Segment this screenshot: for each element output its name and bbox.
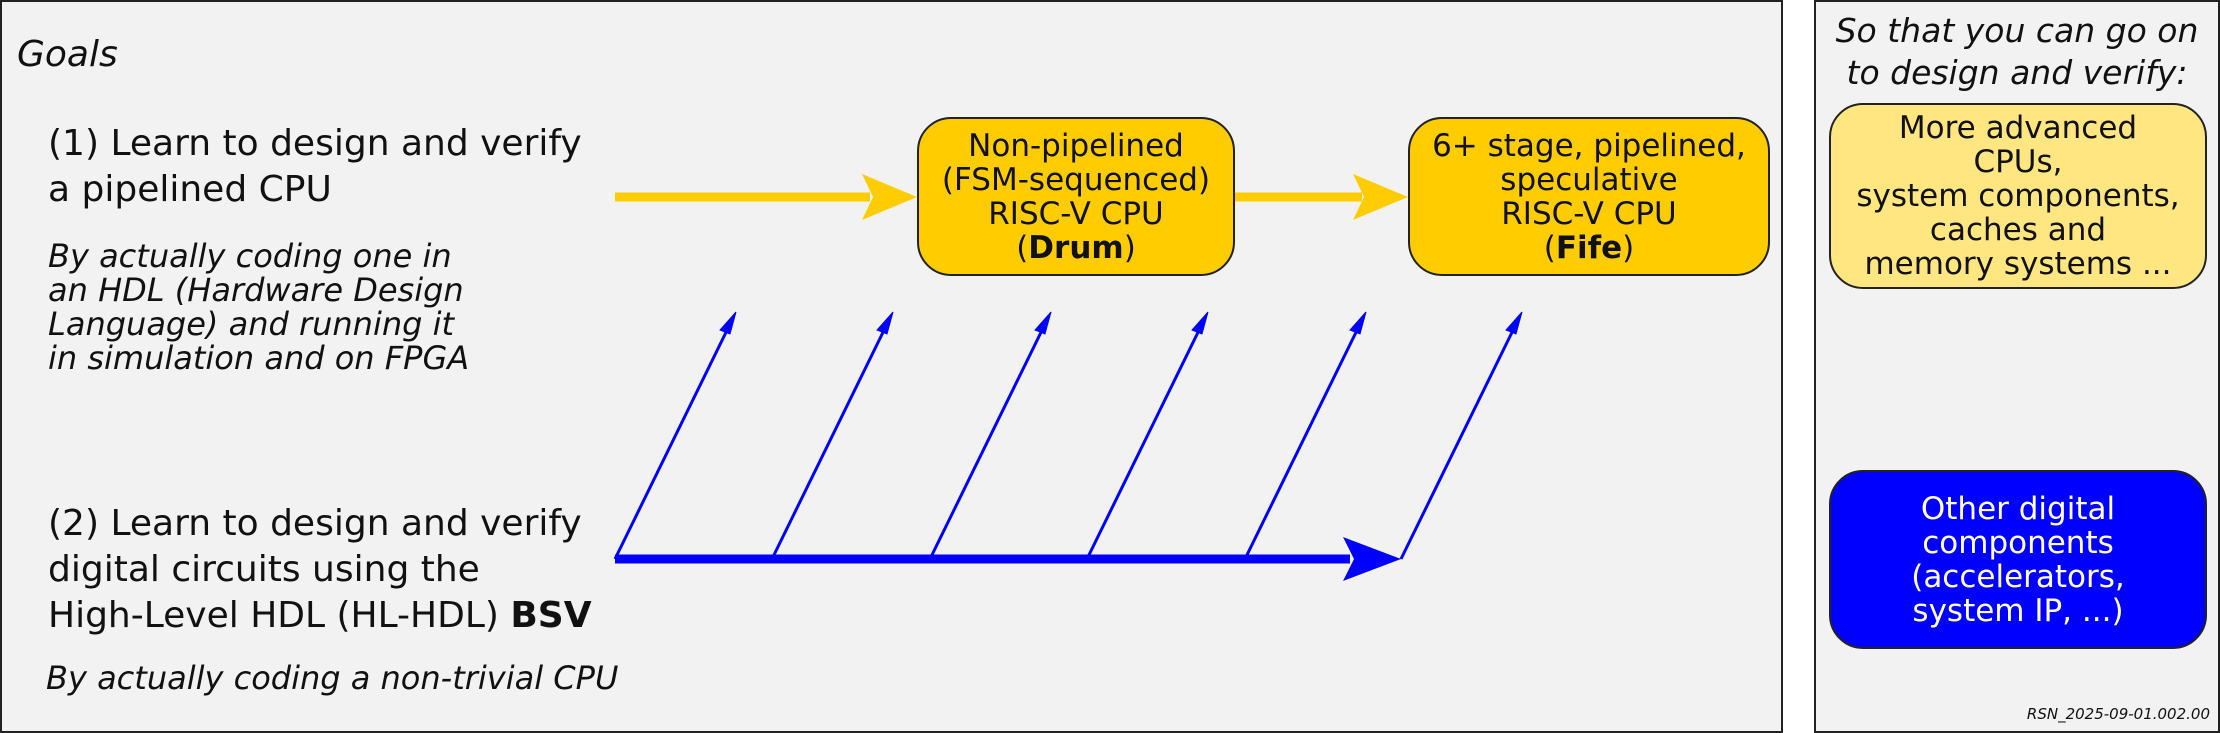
- goal-1-text: (1) Learn to design and verify a pipelin…: [48, 121, 582, 213]
- drum-paren-close: ): [1123, 229, 1136, 266]
- drum-cpu-box: Non-pipelined (FSM-sequenced) RISC-V CPU…: [917, 117, 1235, 276]
- advanced-line-4: caches and: [1929, 212, 2107, 248]
- blue-diagonal-1: [613, 317, 735, 560]
- goal-1-line-1: (1) Learn to design and verify: [48, 123, 582, 164]
- side-panel-title: So that you can go on to design and veri…: [1814, 10, 2220, 94]
- blue-diagonal-5-head: [1349, 311, 1367, 335]
- fife-paren-close: ): [1622, 229, 1635, 266]
- other-line-3: (accelerators,: [1911, 558, 2125, 595]
- yellow-arrowhead-drum: [862, 174, 917, 220]
- other-digital-components-box: Other digital components (accelerators, …: [1829, 470, 2207, 649]
- goal-2-line-3-prefix: High-Level HDL (HL-HDL): [48, 595, 511, 636]
- drum-paren-open: (: [1016, 229, 1029, 266]
- goal-2-line-1: (2) Learn to design and verify: [48, 503, 582, 544]
- blue-diagonal-4: [1085, 317, 1207, 560]
- side-title-line-2: to design and verify:: [1846, 53, 2188, 92]
- goal-1-line-2: a pipelined CPU: [48, 169, 332, 210]
- other-line-1: Other digital: [1920, 490, 2116, 527]
- blue-diagonal-6: [1399, 317, 1521, 560]
- advanced-cpus-box: More advanced CPUs, system components, c…: [1829, 103, 2207, 289]
- goal-2-text: (2) Learn to design and verify digital c…: [48, 501, 592, 639]
- goal-1-sub-line-2: an HDL (Hardware Design: [48, 271, 464, 309]
- fife-line-3: RISC-V CPU: [1501, 195, 1677, 232]
- drum-name: Drum: [1028, 229, 1124, 266]
- blue-diagonal-2-head: [876, 311, 894, 335]
- goal-2-line-2: digital circuits using the: [48, 549, 480, 590]
- fife-line-2: speculative: [1500, 161, 1678, 198]
- drum-line-3: RISC-V CPU: [988, 195, 1164, 232]
- advanced-line-3: system components,: [1856, 178, 2180, 214]
- drum-line-2: (FSM-sequenced): [941, 161, 1211, 198]
- goal-1-sub-line-3: Language) and running it: [48, 305, 455, 343]
- other-line-4: system IP, ...): [1912, 592, 2124, 629]
- yellow-arrowhead-fife: [1353, 174, 1408, 220]
- side-title-line-1: So that you can go on: [1835, 11, 2199, 50]
- advanced-line-2: CPUs,: [1973, 144, 2063, 180]
- goal-1-subtext: By actually coding one in an HDL (Hardwa…: [48, 239, 469, 375]
- goal-1-sub-line-1: By actually coding one in: [48, 237, 452, 275]
- bsv-label: BSV: [510, 595, 592, 636]
- blue-diagonal-6-head: [1505, 311, 1523, 335]
- goal-1-sub-line-4: in simulation and on FPGA: [48, 339, 470, 377]
- yellow-arrows: [615, 174, 1408, 220]
- goal-2-line-3: High-Level HDL (HL-HDL) BSV: [48, 593, 592, 639]
- blue-diagonal-arrows: [613, 311, 1523, 560]
- blue-diagonal-2: [770, 317, 892, 560]
- blue-diagonal-5: [1243, 317, 1365, 560]
- advanced-line-1: More advanced: [1898, 110, 2138, 146]
- drum-line-1: Non-pipelined: [968, 127, 1184, 164]
- fife-paren-open: (: [1543, 229, 1556, 266]
- blue-arrows: [613, 311, 1523, 581]
- other-line-2: components: [1922, 524, 2114, 561]
- version-label: RSN_2025-09-01.002.00: [2026, 705, 2210, 723]
- goal-2-subtext: By actually coding a non-trivial CPU: [46, 659, 619, 697]
- goals-title: Goals: [17, 34, 118, 75]
- blue-diagonal-3: [928, 317, 1050, 560]
- blue-diagonal-3-head: [1034, 311, 1052, 335]
- fife-cpu-box: 6+ stage, pipelined, speculative RISC-V …: [1408, 117, 1770, 276]
- blue-diagonal-1-head: [719, 311, 737, 335]
- drum-name-line: (Drum): [1016, 231, 1136, 265]
- advanced-line-5: memory systems ...: [1864, 246, 2172, 282]
- fife-name-line: (Fife): [1544, 231, 1635, 265]
- fife-name: Fife: [1555, 229, 1623, 266]
- blue-arrowhead-main: [1343, 537, 1401, 581]
- fife-line-1: 6+ stage, pipelined,: [1432, 127, 1746, 164]
- blue-diagonal-4-head: [1191, 311, 1209, 335]
